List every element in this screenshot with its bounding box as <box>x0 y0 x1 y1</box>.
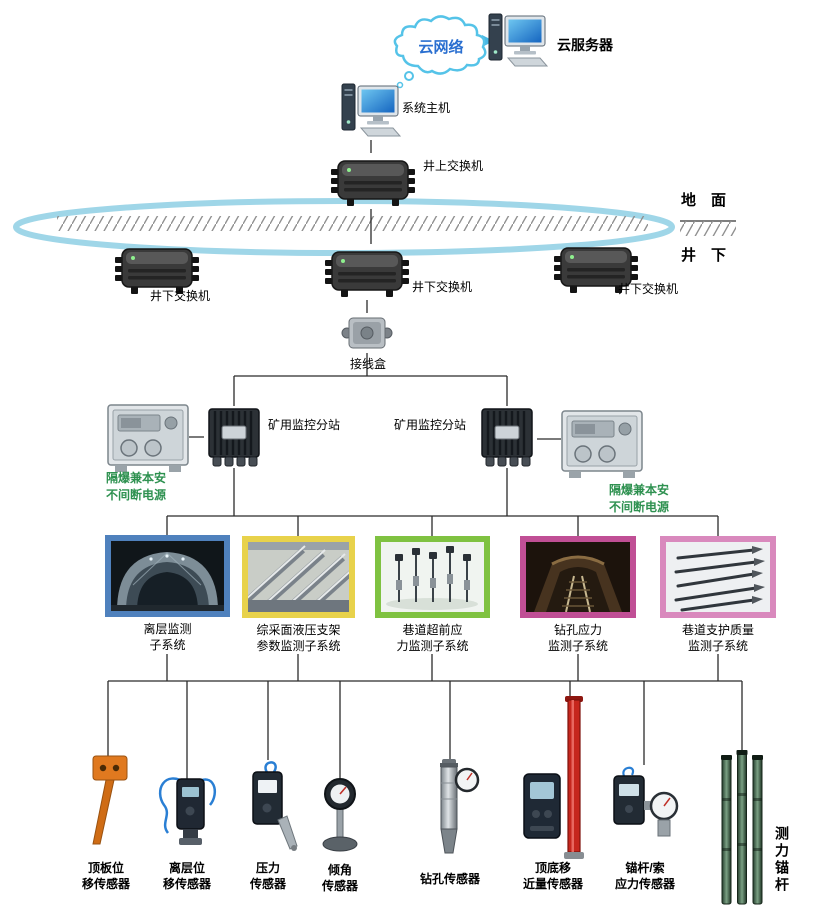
borehole-sensor-icon <box>420 753 480 859</box>
monitoring-substation-icon-right <box>477 406 537 468</box>
inclination-sensor-icon <box>315 776 365 858</box>
ups-label-right: 隔爆兼本安 不间断电源 <box>600 482 678 516</box>
ups-label-left: 隔爆兼本安 不间断电源 <box>97 470 175 504</box>
underground-switch-label-right: 井下交换机 <box>618 282 679 296</box>
subsystem-card-hydraulic-support: 综采面液压支架 参数监测子系统 <box>242 536 355 654</box>
subsystem-caption: 离层监测 子系统 <box>105 621 230 653</box>
junction-box-label: 接线盒 <box>350 357 387 371</box>
underground-switch-icon-left <box>115 241 199 297</box>
system-host-label: 系统主机 <box>402 101 451 115</box>
underground-switch-label-center: 井下交换机 <box>412 280 473 294</box>
tunnel-photo <box>111 541 224 611</box>
subsystem-card-separation-monitoring: 离层监测 子系统 <box>105 535 230 653</box>
anchor-bolts-photo <box>666 542 770 612</box>
subsystem-caption: 巷道支护质量 监测子系统 <box>660 622 776 654</box>
ups-label-right-line2: 不间断电源 <box>608 500 669 514</box>
ground-hatch-line <box>57 216 648 231</box>
pressure-sensor-icon <box>238 758 298 858</box>
cloud-server-icon <box>488 10 550 72</box>
stress-meter-photo <box>381 542 484 612</box>
cloud-label: 云网络 <box>418 38 463 56</box>
underground-switch-icon-center <box>325 244 409 300</box>
subsystem-caption-line2: 子系统 <box>149 638 186 652</box>
cloud-server-label: 云服务器 <box>557 37 613 53</box>
subsystem-card-borehole-stress: 钻孔应力 监测子系统 <box>520 536 636 654</box>
ground-symbol-hatch <box>680 221 736 236</box>
underground-zone-label: 井 下 <box>681 247 727 264</box>
subsystem-card-support-quality: 巷道支护质量 监测子系统 <box>660 536 776 654</box>
subsystem-photo-frame <box>242 536 355 618</box>
surface-zone-label: 地 面 <box>681 192 727 209</box>
ups-icon-right <box>561 410 643 480</box>
surface-switch-label: 井上交换机 <box>423 159 484 173</box>
monitoring-substation-icon-left <box>204 406 264 468</box>
substation-label-left: 矿用监控分站 <box>268 418 341 432</box>
ups-label-right-line1: 隔爆兼本安 <box>608 483 669 497</box>
subsystem-caption-line2: 参数监测子系统 <box>256 639 341 653</box>
subsystem-photo-frame <box>520 536 636 618</box>
subsystem-caption-line1: 钻孔应力 <box>553 623 602 637</box>
inclination-sensor-label: 倾角 传感器 <box>321 863 358 893</box>
subsystem-caption-line1: 巷道支护质量 <box>681 623 754 637</box>
subsystem-caption-line2: 监测子系统 <box>687 639 748 653</box>
roof-floor-convergence-sensor-icon <box>515 696 595 864</box>
subsystem-caption: 综采面液压支架 参数监测子系统 <box>242 622 355 654</box>
underground-switch-icon-right <box>554 240 638 296</box>
pressure-sensor-label: 压力 传感器 <box>249 861 286 891</box>
subsystem-caption-line1: 综采面液压支架 <box>256 623 341 637</box>
subsystem-photo-frame <box>660 536 776 618</box>
underground-switch-label-left: 井下交换机 <box>150 289 211 303</box>
subsystem-caption: 巷道超前应 力监测子系统 <box>375 622 490 654</box>
cloud-network: 云网络 <box>388 12 492 92</box>
substation-label-right: 矿用监控分站 <box>394 418 467 432</box>
subsystem-card-advance-stress: 巷道超前应 力监测子系统 <box>375 536 490 654</box>
subsystem-caption-line2: 监测子系统 <box>547 639 608 653</box>
ups-icon-left <box>107 404 189 474</box>
system-host-icon <box>341 80 403 142</box>
junction-box-icon <box>341 313 393 353</box>
connection-wires <box>107 140 743 780</box>
subsystem-photo-frame <box>105 535 230 617</box>
hydraulic-support-photo <box>248 542 349 612</box>
separation-displacement-sensor-icon <box>152 763 222 855</box>
separation-displacement-sensor-label: 离层位 移传感器 <box>162 861 211 891</box>
subsystem-caption: 钻孔应力 监测子系统 <box>520 622 636 654</box>
ups-label-left-line1: 隔爆兼本安 <box>105 471 166 485</box>
roof-displacement-sensor-icon <box>84 750 134 848</box>
force-anchor-rod-label: 测力锚杆 <box>774 826 790 894</box>
anchor-stress-sensor-icon <box>608 763 680 853</box>
borehole-sensor-label: 钻孔传感器 <box>419 872 480 886</box>
roof-floor-convergence-sensor-label: 顶底移 近量传感器 <box>522 861 583 891</box>
force-anchor-rod-icon <box>718 748 766 906</box>
mine-tunnel-photo <box>526 542 630 612</box>
surface-switch-icon <box>331 153 415 209</box>
anchor-stress-sensor-label: 锚杆/索 应力传感器 <box>614 861 675 891</box>
subsystem-photo-frame <box>375 536 490 618</box>
roof-displacement-sensor-label: 顶板位 移传感器 <box>81 861 130 891</box>
subsystem-caption-line2: 力监测子系统 <box>396 639 469 653</box>
cloud-icon: 云网络 <box>393 15 487 89</box>
ups-label-left-line2: 不间断电源 <box>105 488 166 502</box>
subsystem-caption-line1: 巷道超前应 <box>402 623 463 637</box>
subsystem-caption-line1: 离层监测 <box>143 622 192 636</box>
